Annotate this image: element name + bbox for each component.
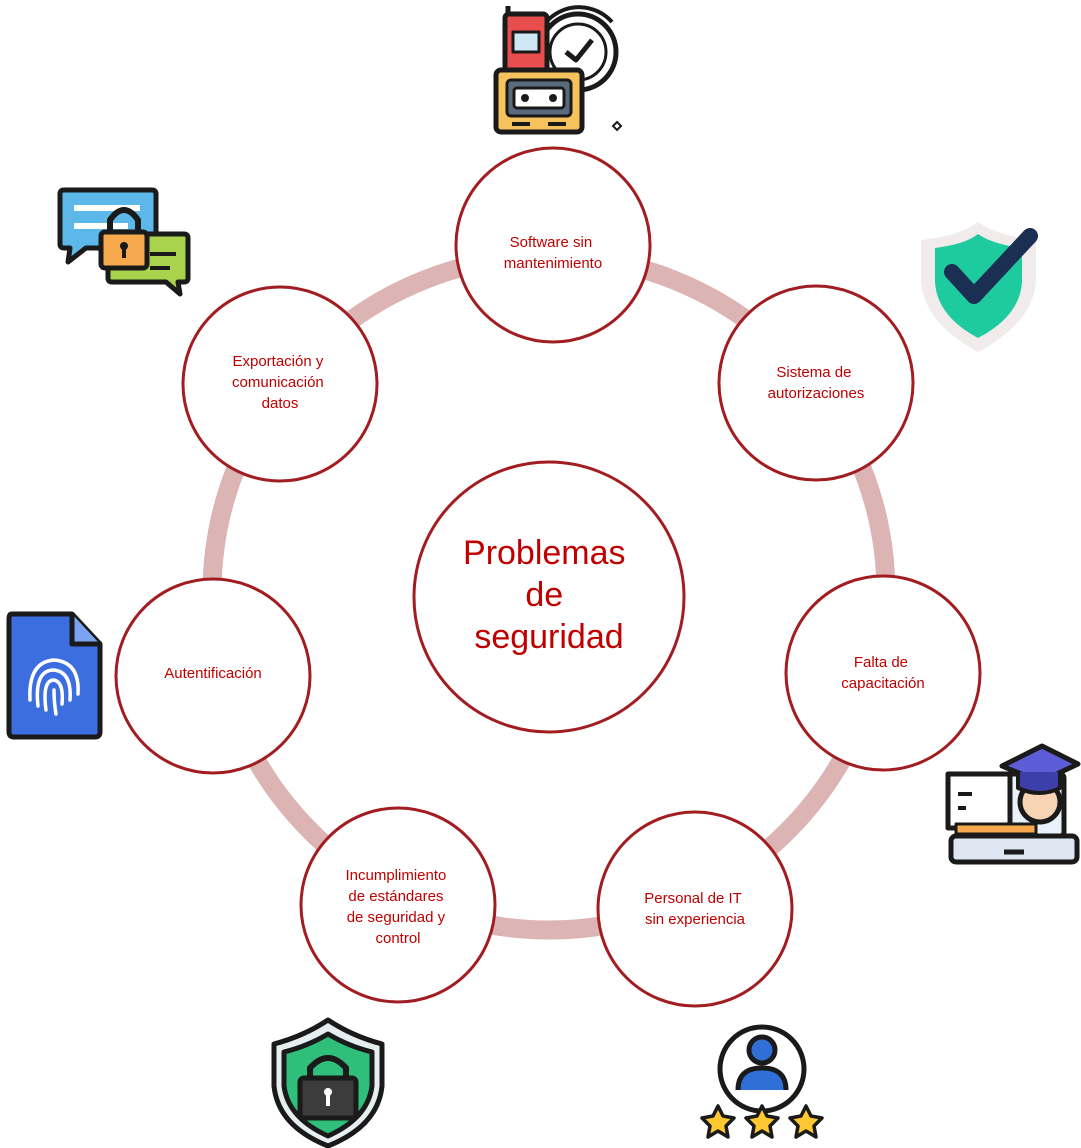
node-label-line: capacitación: [841, 675, 924, 692]
node-personal: Personal de IT sin experiencia: [596, 810, 794, 1008]
node-label-line: Incumplimiento: [345, 867, 446, 884]
node-label-line: de seguridad y: [347, 909, 446, 926]
center-title: Problemas de seguridad: [463, 534, 635, 656]
node-label-line: Autentificación: [164, 665, 262, 682]
node-circle: [717, 284, 915, 482]
node-autentificacion: Autentificación: [114, 577, 312, 775]
node-label-line: Software sin: [510, 234, 593, 251]
chat-lock-icon: [57, 187, 191, 297]
node-label-line: Falta de: [854, 654, 908, 671]
node-circle: [596, 810, 794, 1008]
node-label-line: sin experiencia: [645, 911, 746, 928]
node-label-line: comunicación: [232, 374, 324, 391]
user-rating-icon: [700, 1024, 824, 1139]
node-autorizaciones: Sistema de autorizaciones: [717, 284, 915, 482]
shield-lock-icon: [271, 1017, 385, 1148]
center-title-line: de: [525, 576, 563, 614]
node-label: Incumplimiento de estándares de segurida…: [345, 867, 450, 947]
pager-clock-icon: [493, 5, 619, 135]
node-label: Software sin mantenimiento: [504, 234, 602, 272]
node-label-line: autorizaciones: [768, 385, 865, 402]
node-label-line: Sistema de: [776, 364, 851, 381]
node-label: Falta de capacitación: [841, 654, 924, 692]
node-circle: [114, 577, 312, 775]
node-circle: [454, 146, 652, 344]
center-title-line: seguridad: [474, 618, 623, 656]
node-label-line: mantenimiento: [504, 255, 602, 272]
node-exportacion: Exportación y comunicación datos: [181, 285, 379, 483]
center-node: Problemas de seguridad: [412, 460, 686, 734]
node-circle: [784, 574, 982, 772]
node-label-line: control: [375, 930, 420, 947]
center-title-line: Problemas: [463, 534, 626, 572]
node-label-line: datos: [262, 395, 299, 412]
node-label: Sistema de autorizaciones: [768, 364, 865, 402]
node-label-line: de estándares: [348, 888, 443, 905]
node-circle: [181, 285, 379, 483]
shield-check-icon: [921, 222, 1038, 352]
center-circle: [412, 460, 686, 734]
node-software: Software sin mantenimiento: [454, 146, 652, 344]
node-label: Exportación y comunicación datos: [232, 353, 328, 412]
node-label-line: Personal de IT: [644, 890, 741, 907]
node-estandares: Incumplimiento de estándares de segurida…: [299, 806, 497, 1004]
node-circle: [299, 806, 497, 1004]
node-label-line: Exportación y: [232, 353, 323, 370]
diamond-marker-icon: [611, 120, 623, 132]
graduate-laptop-icon: [945, 743, 1081, 865]
node-label: Autentificación: [164, 665, 262, 682]
node-label: Personal de IT sin experiencia: [644, 890, 745, 928]
node-capacitacion: Falta de capacitación: [784, 574, 982, 772]
fingerprint-file-icon: [6, 611, 103, 740]
